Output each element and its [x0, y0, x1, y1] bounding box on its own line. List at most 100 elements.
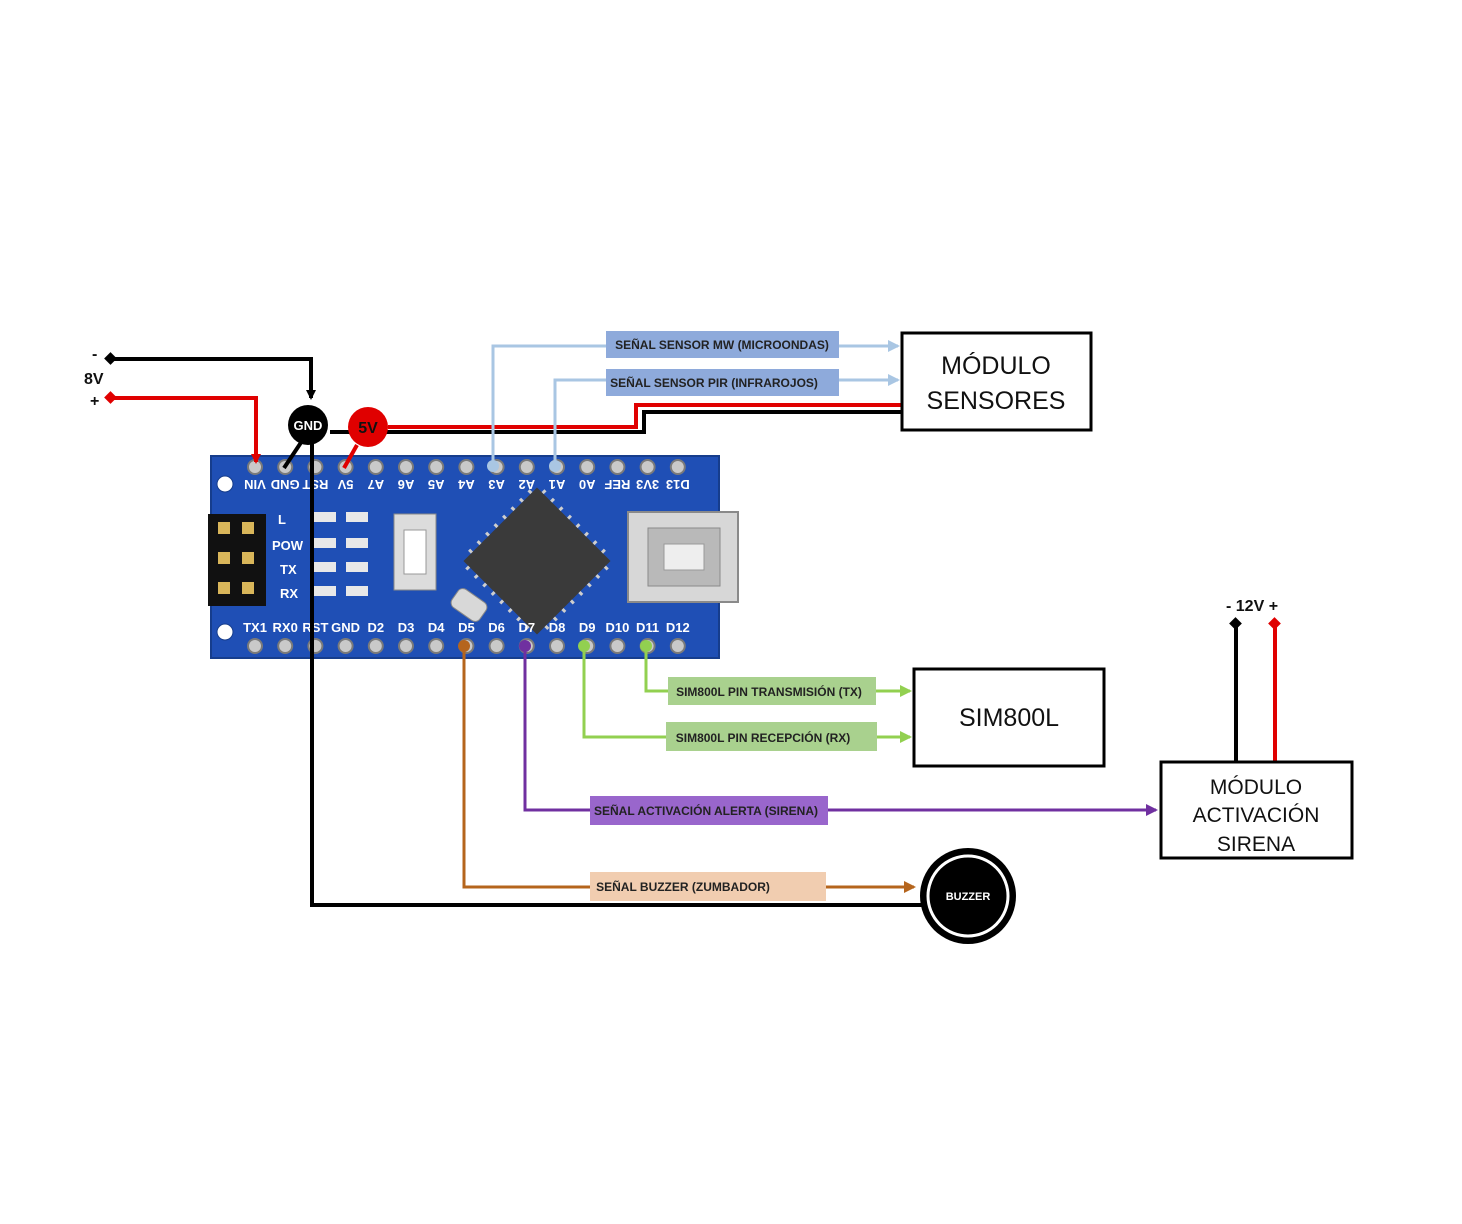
five-volt-node-label: 5V	[358, 420, 378, 437]
supply-plus-label: +	[90, 393, 99, 410]
power-wiring	[111, 357, 1277, 907]
bottom-pin	[367, 638, 384, 654]
top-pin-label: D13	[666, 477, 690, 492]
top-pin	[367, 459, 384, 475]
supply-voltage-label: 8V	[84, 371, 104, 388]
bottom-pin-label: D6	[488, 620, 505, 635]
top-pin	[669, 459, 686, 475]
wire-alert-signal	[523, 646, 1158, 816]
terminal-8v-negative	[104, 352, 117, 365]
top-pin	[428, 459, 445, 475]
siren-supply-label: - 12V +	[1226, 598, 1278, 615]
wire-gnd-buzzer	[310, 442, 922, 907]
bottom-pin-label: D10	[605, 620, 629, 635]
gnd-node-label: GND	[294, 418, 323, 433]
terminal-8v-positive	[104, 391, 117, 404]
wire-5v-pin	[342, 444, 359, 469]
bottom-pin	[277, 638, 294, 654]
signal-label-mw: SEÑAL SENSOR MW (MICROONDAS)	[606, 331, 839, 358]
led-label-pow: POW	[272, 538, 304, 553]
top-pin-label: A2	[518, 477, 535, 492]
bottom-pin-label: GND	[331, 620, 360, 635]
bottom-pin	[609, 638, 626, 654]
bottom-pin-label: RST	[302, 620, 328, 635]
led-label-tx: TX	[280, 562, 297, 577]
bottom-pin	[337, 638, 354, 654]
terminal-12v-positive	[1268, 617, 1281, 630]
supply-minus-label: -	[92, 346, 97, 363]
signal-label-mw-text: SEÑAL SENSOR MW (MICROONDAS)	[615, 337, 829, 352]
wire-8v-positive	[111, 396, 261, 464]
bottom-pin-label: TX1	[243, 620, 267, 635]
bottom-pin	[247, 638, 263, 654]
top-pin-label: A6	[398, 477, 415, 492]
bottom-pin-label: D4	[428, 620, 445, 635]
five-volt-node: 5V	[348, 407, 388, 447]
bottom-pin-label: D7	[518, 620, 535, 635]
mounting-hole	[216, 623, 234, 641]
wire-gnd-pin	[282, 439, 304, 470]
signal-label-pir-text: SEÑAL SENSOR PIR (INFRAROJOS)	[610, 375, 818, 390]
top-pin	[609, 459, 626, 475]
top-pin-label: RST	[302, 477, 328, 492]
signal-label-pir: SEÑAL SENSOR PIR (INFRAROJOS)	[606, 369, 839, 396]
signal-label-alert-text: SEÑAL ACTIVACIÓN ALERTA (SIRENA)	[594, 803, 818, 818]
bottom-pin-label: D8	[549, 620, 566, 635]
bottom-pin	[428, 638, 445, 654]
signal-label-alert: SEÑAL ACTIVACIÓN ALERTA (SIRENA)	[590, 796, 828, 825]
pin-dot-d5	[458, 640, 470, 652]
siren-module-line3: SIRENA	[1217, 833, 1295, 856]
buzzer-label: BUZZER	[946, 891, 991, 903]
top-pin-label: A3	[488, 477, 505, 492]
pin-dot-d7	[519, 640, 531, 652]
bottom-pin	[488, 638, 505, 654]
crystal	[450, 588, 488, 622]
siren-module-line1: MÓDULO	[1210, 776, 1302, 799]
icsp-header	[208, 514, 266, 606]
bottom-pin-label: D3	[398, 620, 415, 635]
top-pin-label: A1	[549, 477, 566, 492]
status-leds	[314, 512, 368, 596]
bottom-pin	[669, 638, 686, 654]
usb-connector	[627, 511, 739, 603]
sim800l-module-label: SIM800L	[959, 704, 1059, 732]
top-pin-label: A5	[428, 477, 445, 492]
siren-module-line2: ACTIVACIÓN	[1193, 804, 1320, 827]
bottom-pin-label: RX0	[273, 620, 298, 635]
wire-5v-sensors	[388, 403, 902, 429]
top-pin	[458, 459, 475, 475]
gnd-node: GND	[288, 405, 328, 445]
top-pin-label: VIN	[244, 477, 266, 492]
bottom-pin-label: D9	[579, 620, 596, 635]
top-pin-label: 5V	[337, 477, 353, 492]
pin-dot-d9	[578, 640, 590, 652]
led-label-rx: RX	[280, 586, 298, 601]
wire-8v-negative	[111, 357, 316, 400]
signal-label-buzzer-text: SEÑAL BUZZER (ZUMBADOR)	[596, 879, 770, 894]
bottom-pin-label: D5	[458, 620, 475, 635]
wire-gnd-sensors	[330, 410, 902, 434]
signal-label-rx-text: SIM800L PIN RECEPCIÓN (RX)	[676, 730, 850, 745]
bottom-pin-label: D2	[367, 620, 384, 635]
top-pin-label: A0	[579, 477, 596, 492]
top-pin-label: 3V3	[636, 477, 659, 492]
mounting-hole	[216, 475, 234, 493]
signal-label-rx: SIM800L PIN RECEPCIÓN (RX)	[666, 722, 877, 751]
led-label-l: L	[278, 512, 286, 527]
top-pin	[579, 459, 596, 475]
top-pin	[398, 459, 414, 475]
top-pin-label: GND	[271, 477, 300, 492]
reset-button	[393, 513, 437, 591]
bottom-pin	[398, 638, 414, 654]
microcontroller-chip	[463, 487, 611, 635]
siren-module: MÓDULO ACTIVACIÓN SIRENA	[1159, 760, 1354, 860]
sensors-module-line2: SENSORES	[927, 387, 1066, 415]
top-pin	[247, 459, 263, 475]
bottom-pin-label: D11	[636, 620, 659, 635]
top-pin-label: REF	[604, 477, 630, 492]
buzzer: BUZZER	[920, 848, 1016, 944]
top-pin	[639, 459, 656, 475]
sensors-module-line1: MÓDULO	[941, 351, 1051, 380]
